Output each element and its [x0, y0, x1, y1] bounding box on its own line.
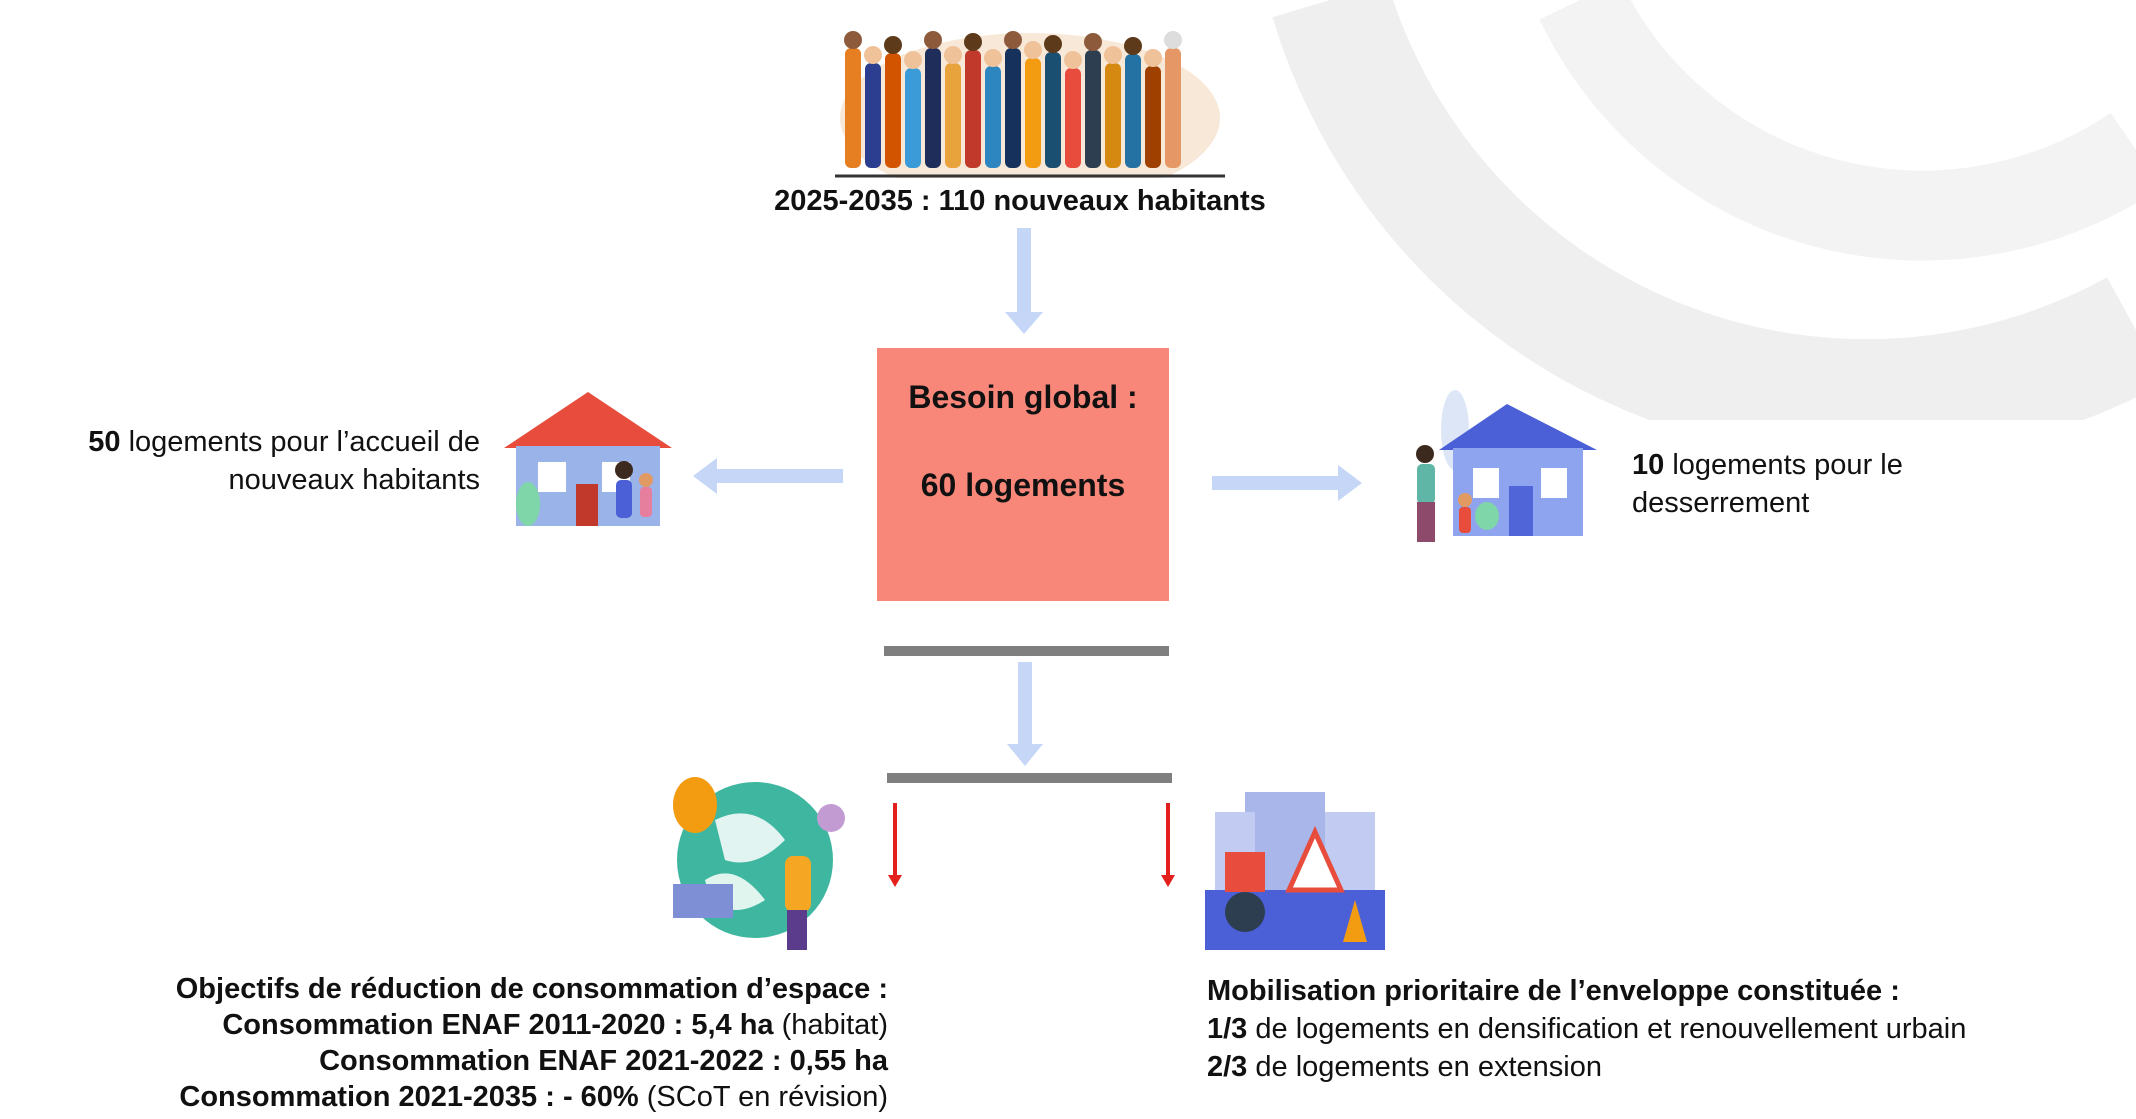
right-line1: 10 logements pour le — [1632, 446, 1903, 484]
right-line2: desserrement — [1632, 487, 1810, 519]
bottom-right-line3: 2/3 de logements en extension — [1207, 1048, 1602, 1086]
separator-bar-bottom — [887, 773, 1172, 783]
bottom-left-line3: Consommation ENAF 2021-2022 : 0,55 ha — [319, 1045, 888, 1077]
bottom-left-line4-text: (SCoT en révision) — [638, 1081, 888, 1113]
left-line2: nouveaux habitants — [228, 464, 480, 496]
bottom-right-line3-text: de logements en extension — [1247, 1051, 1603, 1083]
roadwork-illustration-icon — [1205, 792, 1385, 950]
red-arrow-right-icon — [1161, 803, 1175, 887]
left-line1: 50 logements pour l’accueil de — [0, 423, 480, 461]
separator-bar-top — [884, 646, 1169, 656]
crowd-illustration-icon — [835, 31, 1225, 178]
center-box-value: 60 logements — [920, 467, 1126, 503]
bottom-right-heading: Mobilisation prioritaire de l’enveloppe … — [1207, 975, 1900, 1007]
blue-house-illustration-icon — [1416, 390, 1597, 542]
arrow-right-icon — [1212, 465, 1362, 501]
bottom-left-line4: Consommation 2021-2035 : - 60% (SCoT en … — [0, 1078, 888, 1116]
arrow-down-top-icon — [1005, 228, 1043, 334]
bottom-right-line3-bold: 2/3 — [1207, 1051, 1248, 1083]
red-arrow-left-icon — [888, 803, 902, 887]
left-number: 50 — [88, 426, 121, 458]
bottom-left-line2-text: (habitat) — [773, 1009, 888, 1041]
eco-planet-illustration-icon — [673, 777, 845, 950]
bottom-right-line2-bold: 1/3 — [1207, 1013, 1248, 1045]
bottom-right-line2: 1/3 de logements en densification et ren… — [1207, 1010, 1966, 1048]
right-number: 10 — [1632, 449, 1665, 481]
watermark-logo — [1272, 0, 2136, 420]
left-line1-text: logements pour l’accueil de — [120, 426, 480, 458]
center-box: Besoin global : 60 logements — [877, 348, 1169, 601]
arrow-left-icon — [693, 458, 843, 494]
bottom-left-line4-bold: Consommation 2021-2035 : - 60% — [179, 1081, 639, 1113]
bottom-left-line2: Consommation ENAF 2011-2020 : 5,4 ha (ha… — [0, 1006, 888, 1044]
right-line1-text: logements pour le — [1664, 449, 1903, 481]
bottom-right-line2-text: de logements en densification et renouve… — [1247, 1013, 1967, 1045]
top-label: 2025-2035 : 110 nouveaux habitants — [774, 185, 1266, 217]
bottom-left-heading: Objectifs de réduction de consommation d… — [175, 973, 888, 1005]
center-box-title: Besoin global : — [908, 379, 1138, 415]
bottom-left-line2-bold: Consommation ENAF 2011-2020 : 5,4 ha — [222, 1009, 774, 1041]
family-house-illustration-icon — [504, 392, 672, 526]
arrow-down-middle-icon — [1007, 662, 1043, 766]
